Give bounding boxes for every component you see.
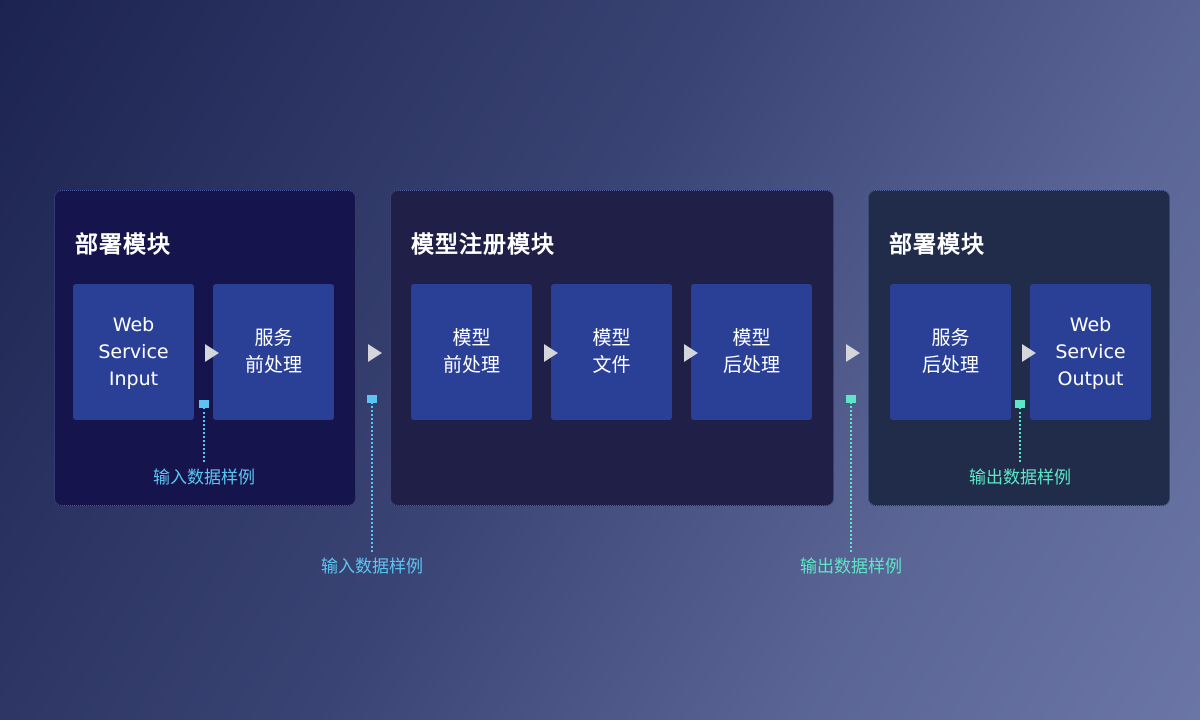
panel-title: 部署模块 [889, 232, 985, 258]
flow-arrow-icon [684, 344, 698, 362]
model-preprocess-box: 模型 前处理 [411, 284, 532, 420]
dotted-connector [203, 407, 205, 462]
dotted-connector [850, 402, 852, 552]
flow-arrow-icon [1022, 344, 1036, 362]
panel-title: 部署模块 [75, 232, 171, 258]
up-arrow-icon [846, 395, 856, 403]
web-service-output-box: Web Service Output [1030, 284, 1151, 420]
input-sample-label-inner: 输入数据样例 [153, 468, 255, 488]
service-preprocess-box: 服务 前处理 [213, 284, 334, 420]
flow-arrow-icon [544, 344, 558, 362]
up-arrow-icon [367, 395, 377, 403]
up-arrow-icon [199, 400, 209, 408]
up-arrow-icon [1015, 400, 1025, 408]
panel-title: 模型注册模块 [411, 232, 555, 258]
flow-arrow-icon [846, 344, 860, 362]
output-sample-label-inner: 输出数据样例 [969, 468, 1071, 488]
output-sample-label-outer: 输出数据样例 [800, 557, 902, 577]
model-postprocess-box: 模型 后处理 [691, 284, 812, 420]
web-service-input-box: Web Service Input [73, 284, 194, 420]
dotted-connector [1019, 407, 1021, 462]
service-postprocess-box: 服务 后处理 [890, 284, 1011, 420]
model-file-box: 模型 文件 [551, 284, 672, 420]
flow-arrow-icon [368, 344, 382, 362]
dotted-connector [371, 402, 373, 552]
input-sample-label-outer: 输入数据样例 [321, 557, 423, 577]
flow-arrow-icon [205, 344, 219, 362]
